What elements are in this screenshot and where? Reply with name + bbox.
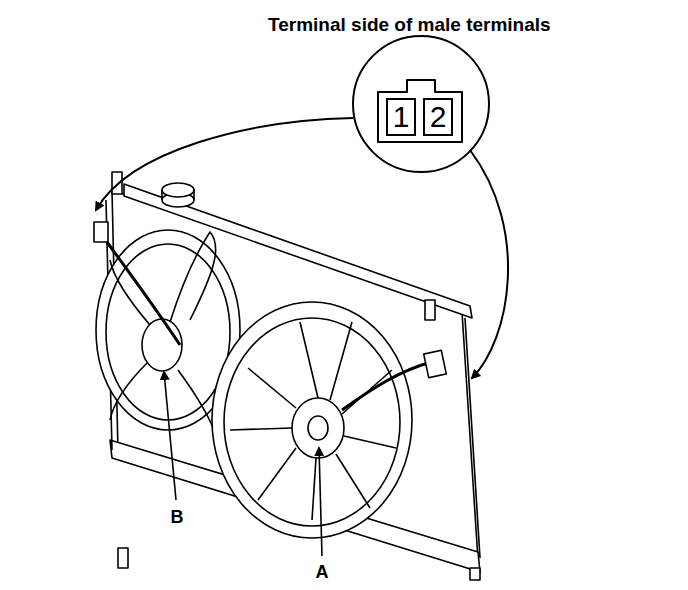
pin-number: 1	[393, 102, 410, 132]
terminal-pin: 1	[386, 98, 416, 136]
pin-number: 2	[430, 102, 447, 132]
terminal-pin: 2	[423, 98, 453, 136]
callout-letter: B	[170, 508, 185, 526]
figure-title: Terminal side of male terminals	[268, 15, 551, 34]
callout-letter: A	[315, 563, 330, 581]
